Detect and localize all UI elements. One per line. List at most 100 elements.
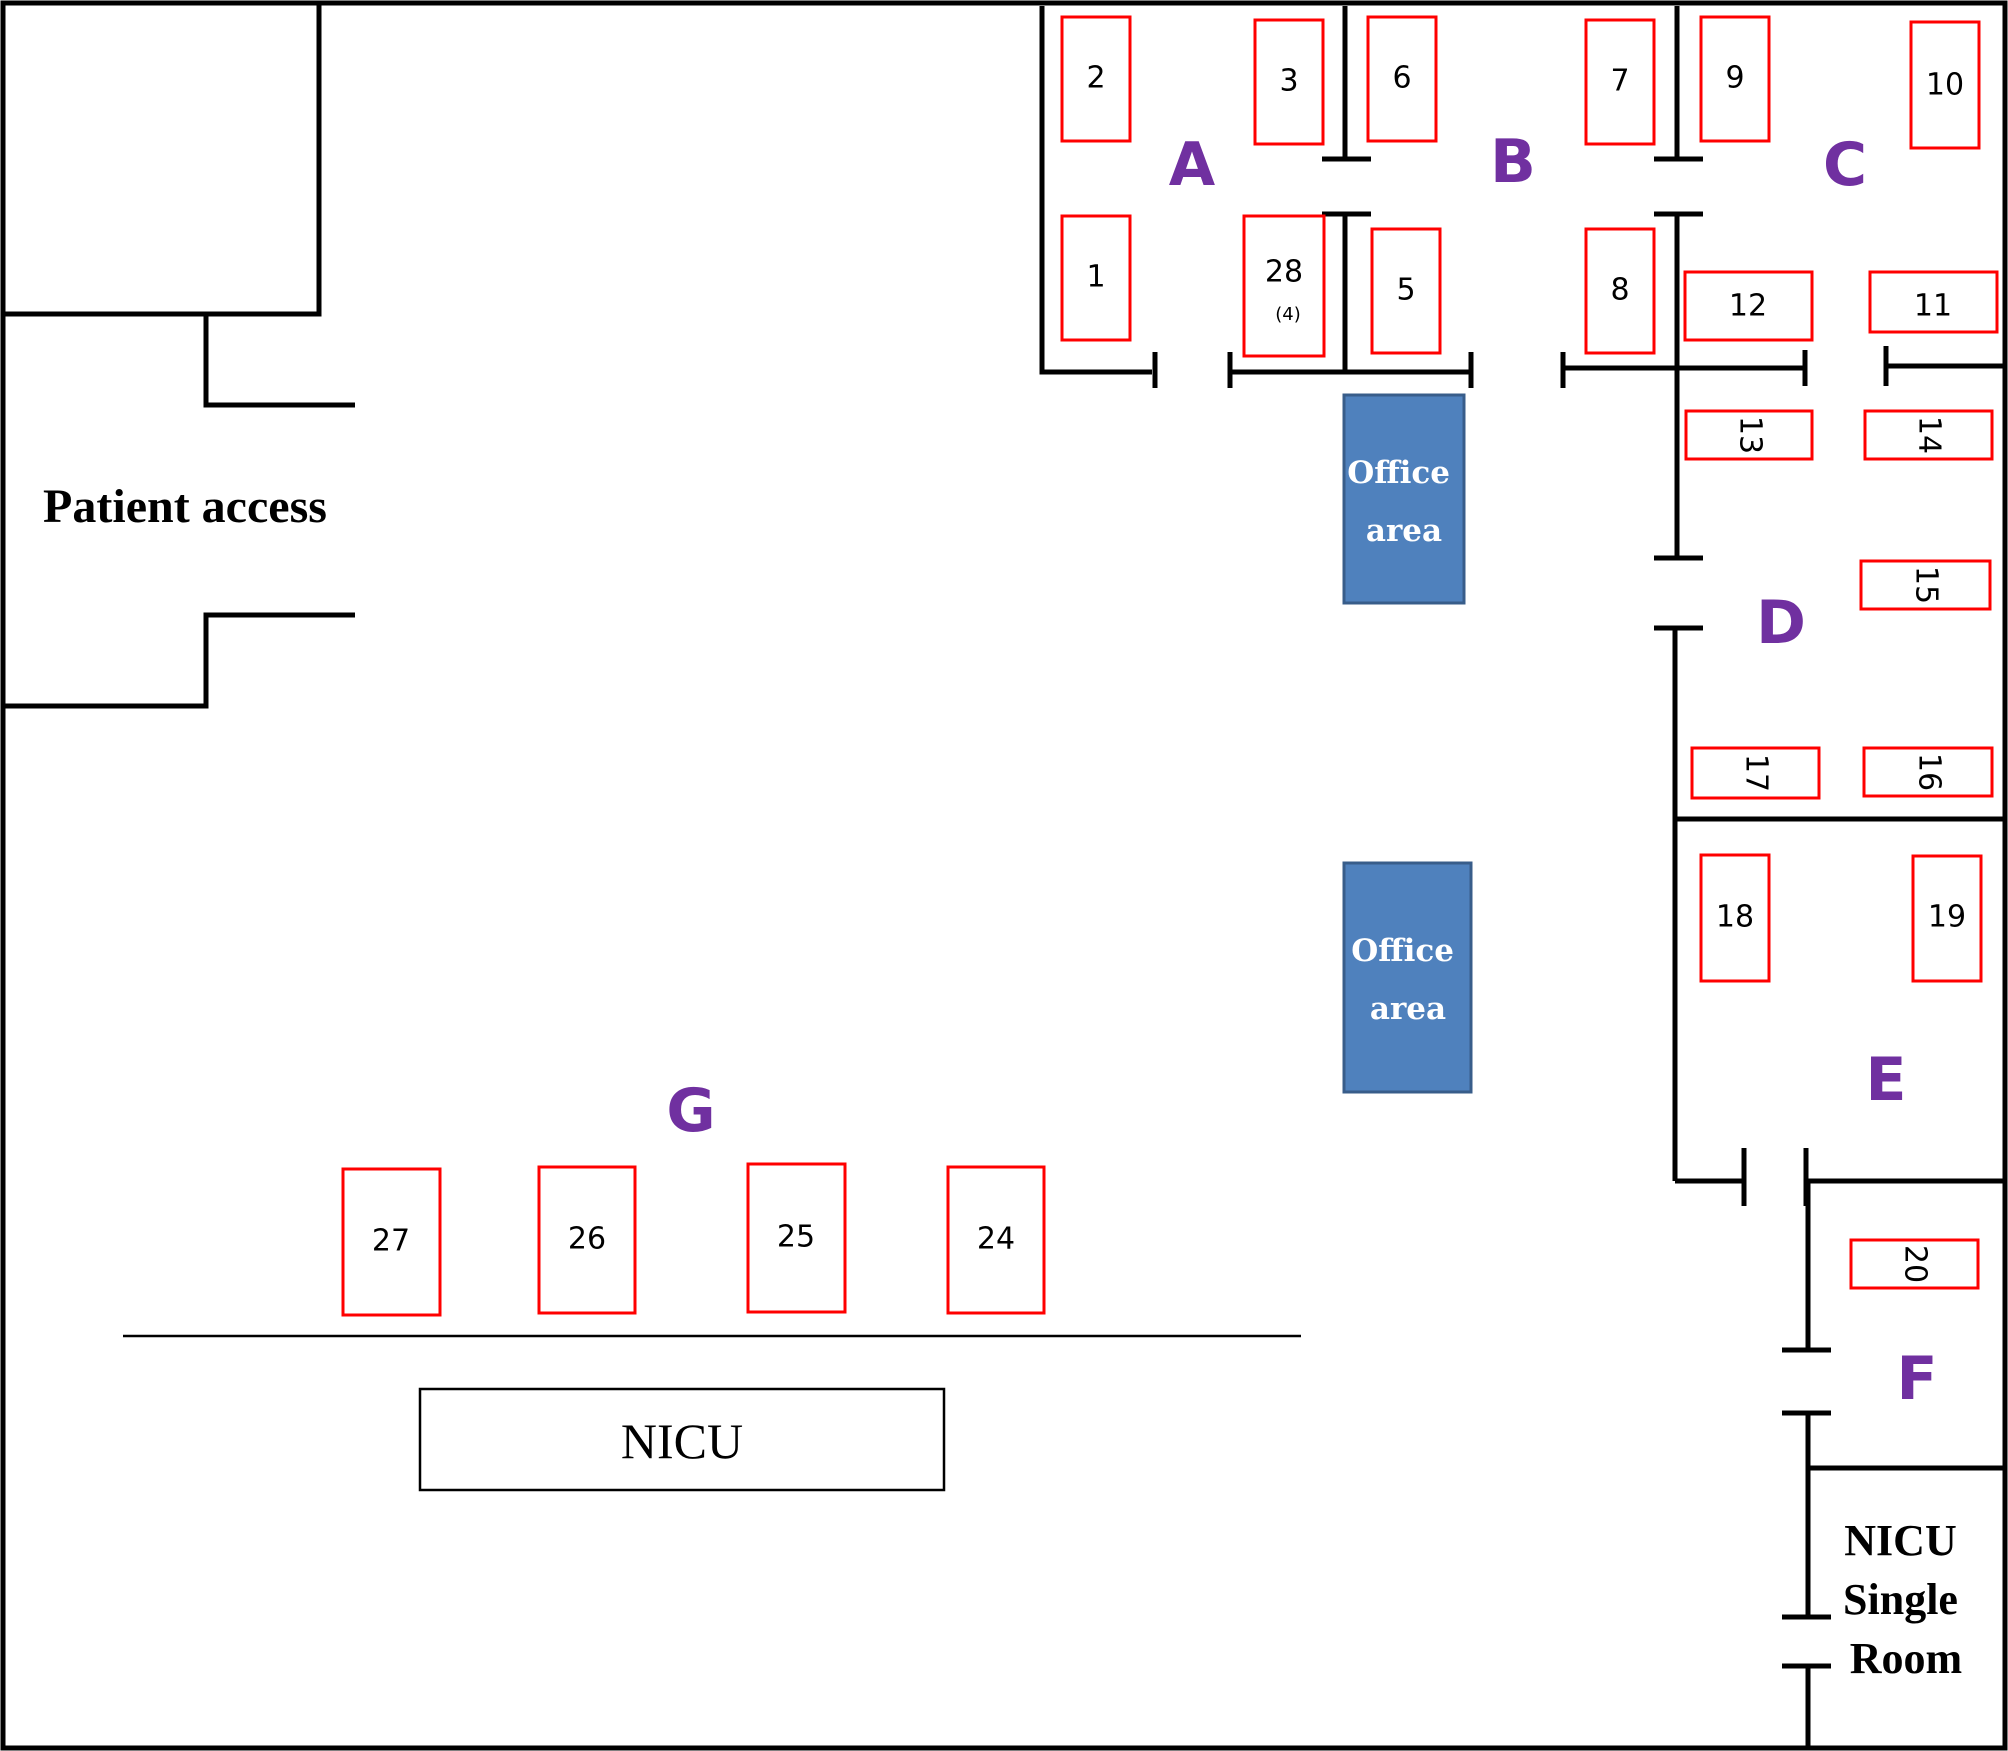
nicu-single-room-label: NICU Single Room [1843,1516,1969,1683]
bed-11: 11 [1868,270,1999,334]
bed-26: 26 [537,1165,637,1315]
bed-15-label: 15 [1909,566,1944,604]
bed-11-label: 11 [1914,289,1952,324]
patient-access-label: Patient access [43,480,327,533]
bed-3-label: 3 [1279,64,1298,99]
bed-7-box [1584,18,1656,146]
zone-f-label: F [1897,1344,1938,1414]
zone-a-label: A [1169,130,1216,200]
office-area-1-box [1342,393,1466,605]
bed-17-label: 17 [1739,754,1774,792]
office-area-2-line-1: Office [1351,933,1454,969]
bed-16-label: 16 [1912,753,1947,791]
office-area-2-box [1342,861,1473,1094]
office-area-2: Office area [1342,861,1473,1094]
bed-2-box [1060,15,1132,143]
bed-27-box [341,1167,442,1317]
bed-2: 2 [1060,15,1132,143]
bed-6-label: 6 [1392,61,1411,96]
bed-7-label: 7 [1610,64,1629,99]
office-area-2-line-2: area [1370,991,1446,1027]
bed-6-box [1366,15,1438,143]
single-room-line-3: Room [1850,1634,1962,1683]
bed-17: 17 [1690,746,1821,800]
bed-27: 27 [341,1167,442,1317]
bed-18-label: 18 [1716,900,1754,935]
bed-16-box [1862,746,1994,798]
bed-2-label: 2 [1086,61,1105,96]
bed-16: 16 [1862,746,1994,798]
bed-28-label: 28 [1265,255,1303,290]
bed-25-label: 25 [777,1220,815,1255]
bed-12-box [1683,270,1814,342]
bed-13-label: 13 [1733,416,1768,454]
bed-20-label: 20 [1898,1245,1933,1283]
room-f-walls [1782,1181,2005,1748]
bed-1-label: 1 [1086,260,1105,295]
bed-12: 12 [1683,270,1814,342]
bed-18: 18 [1699,853,1771,983]
zone-g-label: G [666,1076,715,1146]
bed-19: 19 [1911,854,1983,983]
bed-8-label: 8 [1610,273,1629,308]
beds: 2 3 6 7 9 10 1 28 (4) [341,15,1999,1317]
bed-11-box [1868,270,1999,334]
bed-13: 13 [1684,409,1814,461]
bed-10-box [1909,20,1981,150]
bed-24-box [946,1165,1046,1315]
zone-labels: A B C D E F G [666,127,1937,1414]
zone-b-label: B [1490,127,1536,197]
nicu-box [418,1387,946,1492]
bed-26-box [537,1165,637,1315]
bed-14: 14 [1863,409,1994,461]
bed-3-box [1253,18,1325,146]
bed-25-box [746,1162,847,1314]
bed-1: 1 [1060,214,1132,342]
room-abc-walls [1039,6,2005,561]
bed-5-box [1370,227,1442,355]
bed-24: 24 [946,1165,1046,1315]
bed-13-box [1684,409,1814,461]
bed-5: 5 [1370,227,1442,355]
patient-access-walls [3,3,355,709]
single-room-line-2: Single [1843,1575,1958,1624]
bed-6: 6 [1366,15,1438,143]
bed-15: 15 [1859,559,1992,611]
bed-8: 8 [1584,227,1656,355]
zone-d-label: D [1756,588,1806,658]
bed-14-box [1863,409,1994,461]
room-de-walls [1654,625,2005,1206]
bed-28-box [1242,214,1326,358]
bed-10-label: 10 [1926,68,1964,103]
bed-28: 28 (4) [1242,214,1326,358]
bed-8-box [1584,227,1656,355]
single-room-line-1: NICU [1844,1516,1956,1565]
bed-9-label: 9 [1725,61,1744,96]
bed-14-label: 14 [1912,416,1947,454]
bed-5-label: 5 [1396,273,1415,308]
bed-9: 9 [1699,15,1771,143]
zone-c-label: C [1823,130,1867,200]
bed-28-sublabel: (4) [1275,304,1301,325]
bed-18-box [1699,853,1771,983]
bed-1-box [1060,214,1132,342]
bed-17-box [1690,746,1821,800]
nicu-label: NICU [621,1413,743,1469]
bed-7: 7 [1584,18,1656,146]
bed-19-box [1911,854,1983,983]
office-area-1-line-2: area [1366,513,1442,549]
zone-e-label: E [1866,1045,1907,1115]
bed-27-label: 27 [372,1224,410,1259]
bed-24-label: 24 [977,1222,1015,1257]
bed-12-label: 12 [1729,289,1767,324]
office-area-1-label: Office area [1347,455,1461,549]
bed-3: 3 [1253,18,1325,146]
bed-9-box [1699,15,1771,143]
office-area-1-line-1: Office [1347,455,1450,491]
bed-20-box [1849,1238,1980,1290]
office-area-2-label: Office area [1351,933,1465,1027]
bed-20: 20 [1849,1238,1980,1290]
bed-15-box [1859,559,1992,611]
